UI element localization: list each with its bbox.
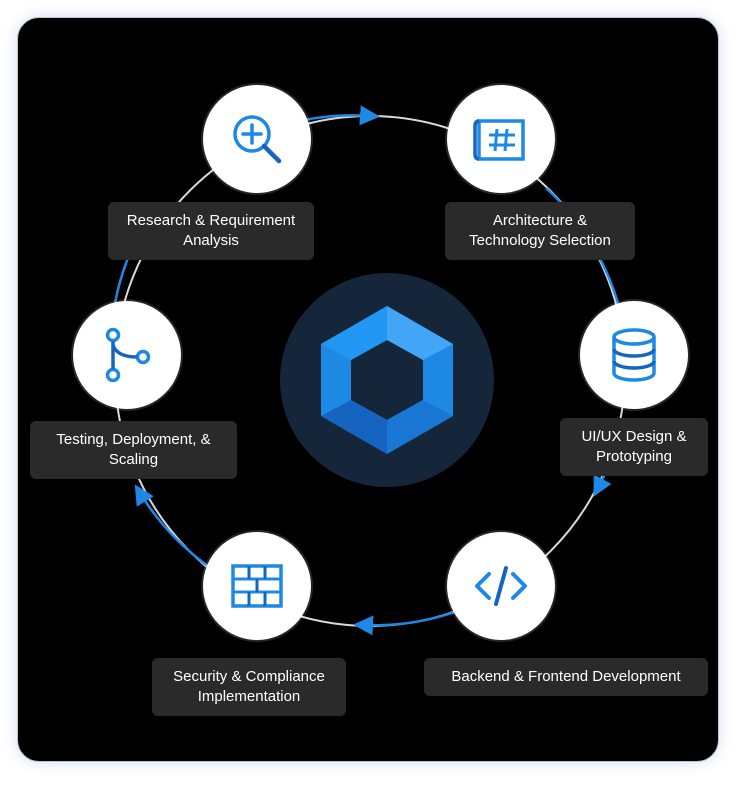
git-branch-icon — [105, 327, 151, 383]
step-research-node — [203, 85, 311, 193]
step-testing-label: Testing, Deployment, & Scaling — [30, 421, 237, 479]
step-backend-frontend-label-line1: Backend & Frontend Development — [451, 668, 681, 685]
firewall-icon — [231, 564, 283, 608]
blueprint-icon — [473, 119, 525, 161]
step-uiux-label-line2: Prototyping — [596, 448, 672, 465]
step-architecture-node — [447, 85, 555, 193]
center-hub — [280, 273, 494, 487]
search-plus-icon — [233, 115, 282, 164]
process-diagram-card: Research & Requirement Analysis Architec… — [17, 17, 719, 762]
step-research-label-line2: Analysis — [183, 232, 239, 249]
step-testing-label-line2: Scaling — [108, 451, 159, 468]
hexagon-logo-icon — [321, 306, 453, 454]
step-security-label-line1: Security & Compliance — [173, 668, 325, 685]
database-icon — [612, 328, 656, 382]
step-backend-frontend-node — [447, 532, 555, 640]
step-architecture-label-line1: Architecture & — [492, 212, 588, 229]
step-uiux-label-line1: UI/UX Design & — [581, 428, 687, 445]
step-research-label-line1: Research & Requirement — [126, 212, 296, 229]
step-architecture-label: Architecture & Technology Selection — [445, 202, 635, 260]
step-testing-label-line1: Testing, Deployment, & — [56, 431, 211, 448]
step-uiux-label: UI/UX Design & Prototyping — [560, 418, 708, 476]
step-security-label: Security & Compliance Implementation — [152, 658, 346, 716]
code-icon — [475, 566, 527, 606]
step-security-node — [203, 532, 311, 640]
step-research-label: Research & Requirement Analysis — [108, 202, 314, 260]
step-security-label-line2: Implementation — [197, 688, 301, 705]
step-backend-frontend-label: Backend & Frontend Development — [424, 658, 708, 696]
step-architecture-label-line2: Technology Selection — [469, 232, 611, 249]
step-uiux-node — [580, 301, 688, 409]
step-testing-node — [73, 301, 181, 409]
